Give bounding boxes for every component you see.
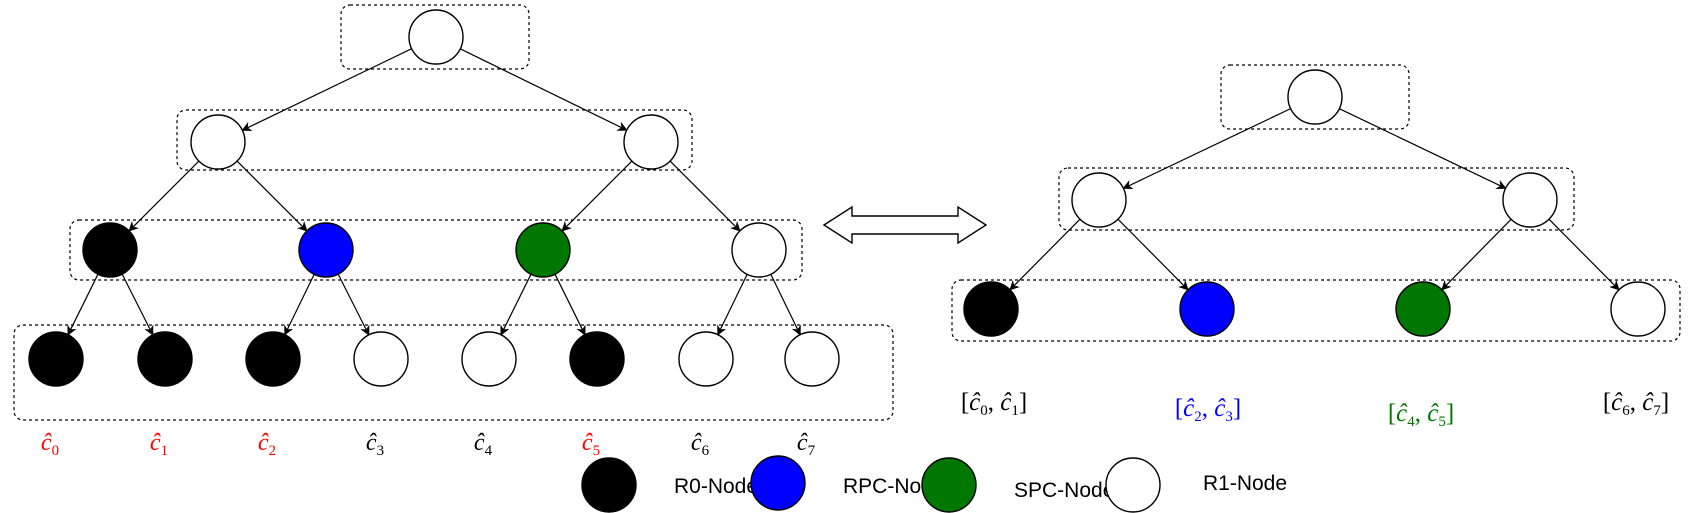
left-level-3-node-5 — [569, 331, 625, 387]
left-edge-l1-l2-3 — [669, 160, 741, 232]
right-edge-l1-l2-1 — [1117, 218, 1189, 291]
right-level-0-box — [1220, 64, 1410, 130]
left-edge-l2-l3-2 — [284, 274, 315, 336]
right-level-1-box — [1058, 167, 1575, 231]
left-level-2-node-3 — [731, 222, 787, 278]
right-level-1-node-0 — [1071, 172, 1127, 228]
legend-r1-swatch — [1105, 457, 1161, 513]
legend-rpc-swatch — [750, 455, 806, 511]
left-level-3-node-6 — [678, 331, 734, 387]
right-edge-l1-l2-3 — [1548, 218, 1620, 291]
left-level-2-node-0 — [82, 222, 138, 278]
leaf-label-2: ĉ2 — [258, 430, 276, 459]
left-edge-root-1 — [459, 48, 628, 131]
leaf-label-5: ĉ5 — [582, 430, 600, 459]
left-level-2-node-2 — [515, 222, 571, 278]
left-level-3-node-2 — [245, 331, 301, 387]
pair-label-2: [ĉ4, ĉ5] — [1388, 400, 1454, 430]
right-level-2-node-2 — [1395, 281, 1451, 337]
left-edge-l2-l3-5 — [554, 273, 586, 336]
left-level-1-node-1 — [623, 114, 679, 170]
left-level-3-node-1 — [137, 331, 193, 387]
left-level-0-node-0 — [408, 9, 464, 65]
legend: R0-Node RPC-Node SPC-Node R1-Node — [581, 455, 1287, 513]
leaf-label-0: ĉ0 — [41, 430, 59, 459]
right-edge-root-1 — [1339, 108, 1507, 189]
equivalence-double-arrow — [822, 205, 988, 245]
leaf-label-3: ĉ3 — [366, 430, 384, 459]
left-level-3-box — [13, 324, 894, 421]
left-edge-root-0 — [241, 48, 412, 131]
left-edge-l2-l3-3 — [337, 273, 370, 336]
left-edge-l2-l3-6 — [717, 274, 748, 336]
left-level-0-box — [340, 4, 530, 70]
left-edge-l2-l3-0 — [67, 273, 99, 336]
left-level-1-node-0 — [190, 114, 246, 170]
leaf-label-6: ĉ6 — [691, 430, 710, 459]
legend-r0-label: R0-Node — [674, 475, 758, 498]
right-level-2-node-1 — [1179, 281, 1235, 337]
right-edge-l1-l2-2 — [1441, 218, 1512, 291]
legend-r1-label: R1-Node — [1203, 472, 1287, 495]
right-level-2-box — [951, 279, 1681, 342]
left-edge-l2-l3-4 — [500, 273, 532, 336]
leaf-label-1: ĉ1 — [150, 430, 168, 459]
left-level-3-node-7 — [784, 331, 840, 387]
legend-r0-swatch — [581, 457, 637, 513]
left-level-3-node-0 — [28, 331, 84, 387]
leaf-label-7: ĉ7 — [797, 430, 816, 459]
leaf-label-4: ĉ4 — [474, 430, 493, 459]
legend-spc-label: SPC-Node — [1014, 479, 1114, 502]
right-level-0-node-0 — [1287, 69, 1343, 125]
right-edge-l1-l2-0 — [1009, 218, 1081, 291]
left-edge-l1-l2-2 — [561, 160, 633, 232]
right-level-1-node-1 — [1502, 172, 1558, 228]
left-edge-l2-l3-1 — [121, 273, 154, 336]
left-edge-l2-l3-7 — [770, 274, 801, 336]
left-edge-l1-l2-0 — [128, 160, 200, 232]
right-level-2-node-3 — [1610, 281, 1666, 337]
right-edge-root-0 — [1122, 108, 1291, 190]
right-level-2-node-0 — [963, 281, 1019, 337]
legend-spc-swatch — [921, 457, 977, 513]
pair-label-1: [ĉ2, ĉ3] — [1175, 395, 1241, 425]
pair-label-0: [ĉ0, ĉ1] — [961, 389, 1027, 419]
left-level-1-box — [176, 109, 693, 171]
left-level-3-node-4 — [461, 331, 517, 387]
left-level-2-box — [69, 219, 803, 281]
left-edge-l1-l2-1 — [236, 160, 308, 232]
left-level-2-node-1 — [298, 222, 354, 278]
pair-label-3: [ĉ6, ĉ7] — [1603, 389, 1669, 419]
left-level-3-node-3 — [353, 331, 409, 387]
legend-rpc-label: RPC-Node — [843, 475, 945, 498]
